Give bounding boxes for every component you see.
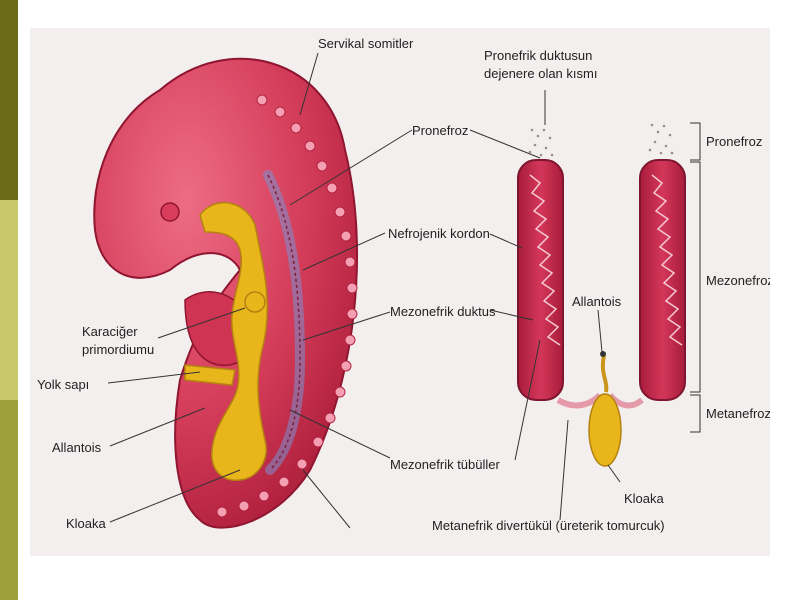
label-pronefroz: Pronefroz — [412, 123, 468, 138]
label-mezonefrik-tubuller: Mezonefrik tübüller — [390, 457, 500, 472]
label-pronefrik-duktusun: Pronefrik duktusun — [484, 48, 592, 63]
label-mezonefrik-duktus: Mezonefrik duktus — [390, 304, 496, 319]
label-bracket-mezonefroz: Mezonefroz — [706, 273, 770, 288]
label-karaciger: Karaciğer — [82, 324, 138, 339]
label-allantois-left: Allantois — [52, 440, 102, 455]
degenerating-pronephric-dots — [528, 123, 674, 157]
cloaca-and-allantois — [588, 351, 622, 467]
label-bracket-metanefroz: Metanefroz — [706, 406, 770, 421]
slide-accent-bar-middle — [0, 200, 18, 400]
label-servikal-somitler: Servikal somitler — [318, 36, 414, 51]
label-kloaka-left: Kloaka — [66, 516, 107, 531]
gut-tube — [184, 201, 268, 481]
nephrogenic-cord — [267, 174, 301, 471]
label-nefrojenik-kordon: Nefrojenik kordon — [388, 226, 490, 241]
embryo-figure: Servikal somitler Pronefroz Nefrojenik k… — [30, 28, 770, 556]
leader-lines — [107, 52, 621, 529]
label-bracket-pronefroz: Pronefroz — [706, 134, 762, 149]
label-primordiumu: primordiumu — [82, 342, 154, 357]
label-kloaka-right: Kloaka — [624, 491, 665, 506]
label-yolk-sapi: Yolk sapı — [37, 377, 89, 392]
label-dejenere-olan-kismi: dejenere olan kısmı — [484, 66, 597, 81]
somite-bumps — [216, 94, 358, 518]
embryo-kidney-diagram: Servikal somitler Pronefroz Nefrojenik k… — [37, 36, 770, 533]
right-mesonephric-duct — [607, 159, 686, 409]
left-mesonephric-duct — [517, 159, 603, 409]
label-metanefrik-divertukul: Metanefrik divertükül (üreterik tomurcuk… — [432, 518, 665, 533]
label-allantois-right: Allantois — [572, 294, 622, 309]
slide-accent-bar-bottom — [0, 400, 18, 600]
region-brackets — [690, 122, 701, 433]
slide-accent-bar-top — [0, 0, 18, 200]
